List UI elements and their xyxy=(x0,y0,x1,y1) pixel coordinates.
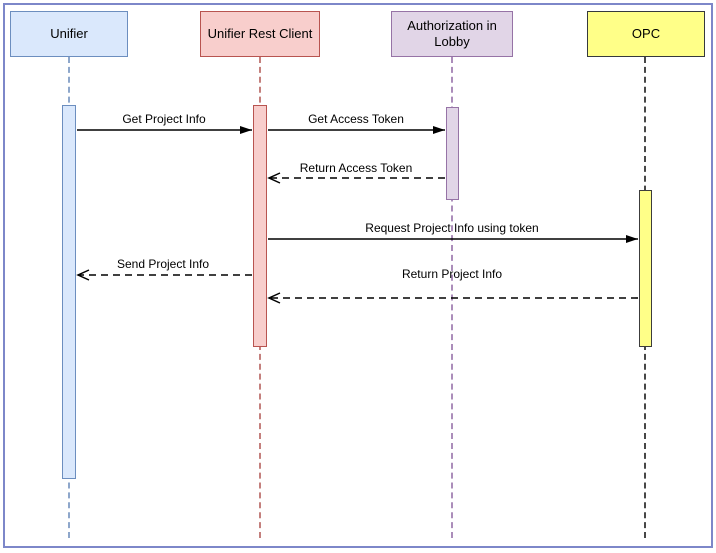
actor-opc-label: OPC xyxy=(631,26,661,41)
activation-unifier xyxy=(62,105,76,479)
actor-opc: OPC xyxy=(587,11,705,57)
activation-opc xyxy=(639,190,652,347)
message-label-return-access-token: Return Access Token xyxy=(299,161,413,175)
actor-authorization-in-lobby: Authorization in Lobby xyxy=(391,11,513,57)
activation-unifier-rest-client xyxy=(253,105,267,347)
message-label-request-project-info-using-token: Request Project Info using token xyxy=(365,221,539,235)
actor-authorization-in-lobby-label: Authorization in Lobby xyxy=(407,18,497,49)
message-label-return-project-info: Return Project Info xyxy=(401,267,503,281)
actor-unifier-rest-client-label: Unifier Rest Client xyxy=(207,26,313,41)
actor-unifier-rest-client: Unifier Rest Client xyxy=(200,11,320,57)
message-label-get-project-info: Get Project Info xyxy=(122,112,206,126)
actor-unifier-label: Unifier xyxy=(50,26,88,41)
actor-unifier: Unifier xyxy=(10,11,128,57)
diagram-frame xyxy=(3,3,713,548)
message-label-get-access-token: Get Access Token xyxy=(308,112,404,126)
message-label-send-project-info: Send Project Info xyxy=(116,257,210,271)
activation-authorization-in-lobby xyxy=(446,107,459,200)
